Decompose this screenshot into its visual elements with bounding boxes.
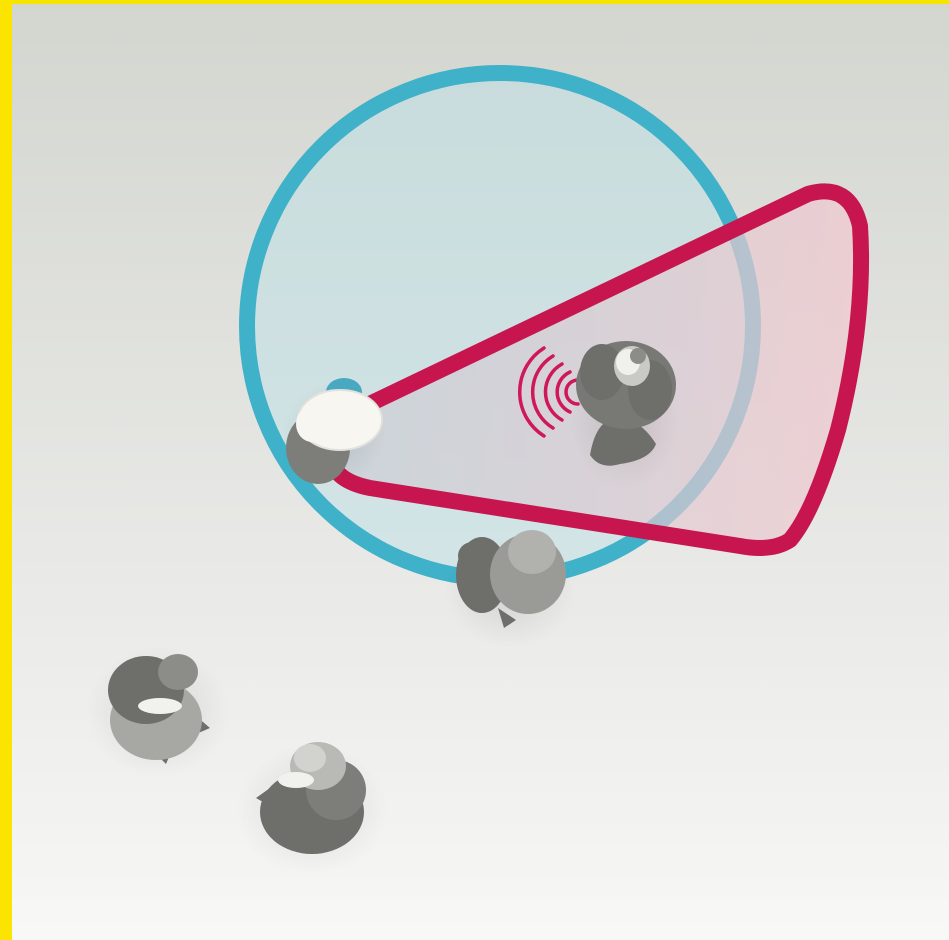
bottom-band (12, 900, 949, 940)
bystander-on-circle (444, 530, 576, 648)
speaker-person (570, 341, 680, 490)
bystander-lower-left (86, 646, 230, 778)
top-frame-edge (12, 0, 949, 4)
